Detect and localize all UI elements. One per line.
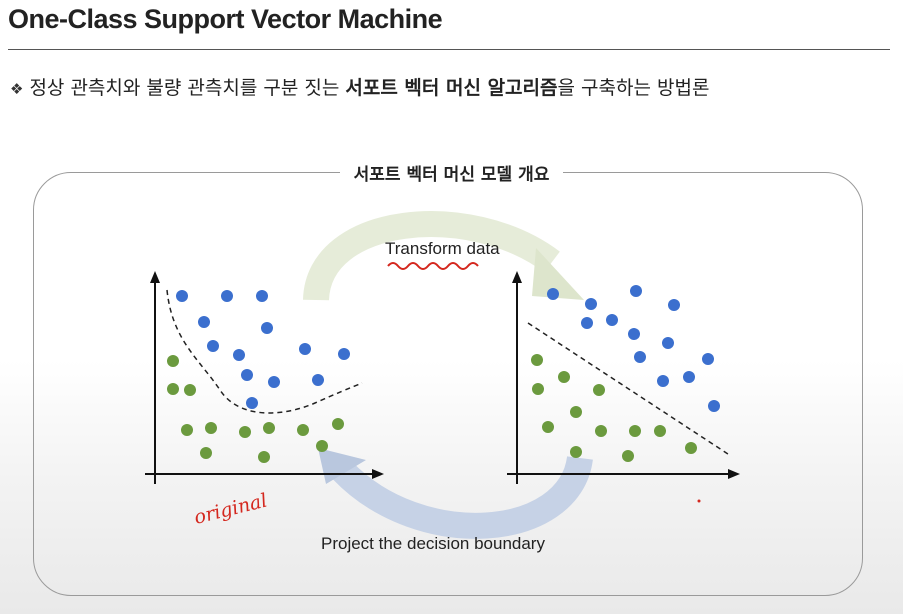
- right-green-point: [685, 442, 697, 454]
- left-green-point: [181, 424, 193, 436]
- right-blue-point: [585, 298, 597, 310]
- left-blue-point: [176, 290, 188, 302]
- right-green-point: [629, 425, 641, 437]
- transform-label: Transform data: [385, 239, 500, 258]
- left-green-point: [258, 451, 270, 463]
- left-blue-point: [261, 322, 273, 334]
- right-blue-point: [683, 371, 695, 383]
- panel-title: 서포트 벡터 머신 모델 개요: [339, 160, 564, 185]
- left-blue-point: [246, 397, 258, 409]
- right-blue-point: [628, 328, 640, 340]
- left-points: [167, 290, 350, 463]
- left-blue-point: [338, 348, 350, 360]
- bullet-text-bold: 서포트 벡터 머신 알고리즘: [345, 77, 558, 99]
- left-green-point: [316, 440, 328, 452]
- left-green-point: [332, 418, 344, 430]
- right-green-point: [558, 371, 570, 383]
- right-green-point: [532, 383, 544, 395]
- left-blue-point: [268, 376, 280, 388]
- right-green-point: [654, 425, 666, 437]
- right-green-point: [595, 425, 607, 437]
- right-blue-point: [668, 299, 680, 311]
- right-green-point: [593, 384, 605, 396]
- left-green-point: [205, 422, 217, 434]
- slide-title: One-Class Support Vector Machine: [8, 4, 443, 34]
- left-green-point: [184, 384, 196, 396]
- left-green-point: [167, 383, 179, 395]
- left-green-point: [263, 422, 275, 434]
- left-blue-point: [207, 340, 219, 352]
- left-green-point: [167, 355, 179, 367]
- left-blue-point: [299, 343, 311, 355]
- right-blue-point: [547, 288, 559, 300]
- left-blue-point: [312, 374, 324, 386]
- right-blue-point: [630, 285, 642, 297]
- right-green-point: [570, 446, 582, 458]
- right-blue-point: [662, 337, 674, 349]
- right-green-point: [542, 421, 554, 433]
- right-blue-point: [606, 314, 618, 326]
- right-green-point: [570, 406, 582, 418]
- left-plot: [145, 271, 384, 484]
- left-blue-point: [198, 316, 210, 328]
- left-green-point: [239, 426, 251, 438]
- left-blue-point: [256, 290, 268, 302]
- right-green-point: [531, 354, 543, 366]
- right-green-point: [622, 450, 634, 462]
- handwritten-original-annotation: original: [192, 489, 270, 528]
- transform-arrow: [303, 211, 584, 302]
- right-blue-point: [657, 375, 669, 387]
- right-points: [531, 285, 720, 462]
- bullet-text-suffix: 을 구축하는 방법론: [557, 77, 710, 99]
- right-y-arrowhead: [512, 271, 522, 283]
- diamond-bullet-icon: ❖: [10, 80, 24, 98]
- left-blue-point: [241, 369, 253, 381]
- project-label: Project the decision boundary: [321, 534, 545, 553]
- title-divider: [8, 49, 890, 50]
- right-blue-point: [708, 400, 720, 412]
- left-decision-boundary: [166, 289, 363, 414]
- left-green-point: [297, 424, 309, 436]
- left-blue-point: [221, 290, 233, 302]
- right-decision-boundary: [527, 322, 732, 457]
- right-blue-point: [634, 351, 646, 363]
- bullet-text-prefix: 정상 관측치와 불량 관측치를 구분 짓는: [29, 77, 346, 99]
- right-x-arrowhead: [728, 469, 740, 479]
- right-blue-point: [702, 353, 714, 365]
- project-arrow: [318, 448, 593, 539]
- left-blue-point: [233, 349, 245, 361]
- left-y-arrowhead: [150, 271, 160, 283]
- right-plot: [507, 271, 740, 484]
- red-squiggle-underline: [387, 262, 479, 270]
- left-x-arrowhead: [372, 469, 384, 479]
- bullet-description: ❖ 정상 관측치와 불량 관측치를 구분 짓는 서포트 벡터 머신 알고리즘을 구…: [10, 73, 709, 100]
- left-green-point: [200, 447, 212, 459]
- red-dot-mark: [697, 499, 701, 503]
- right-blue-point: [581, 317, 593, 329]
